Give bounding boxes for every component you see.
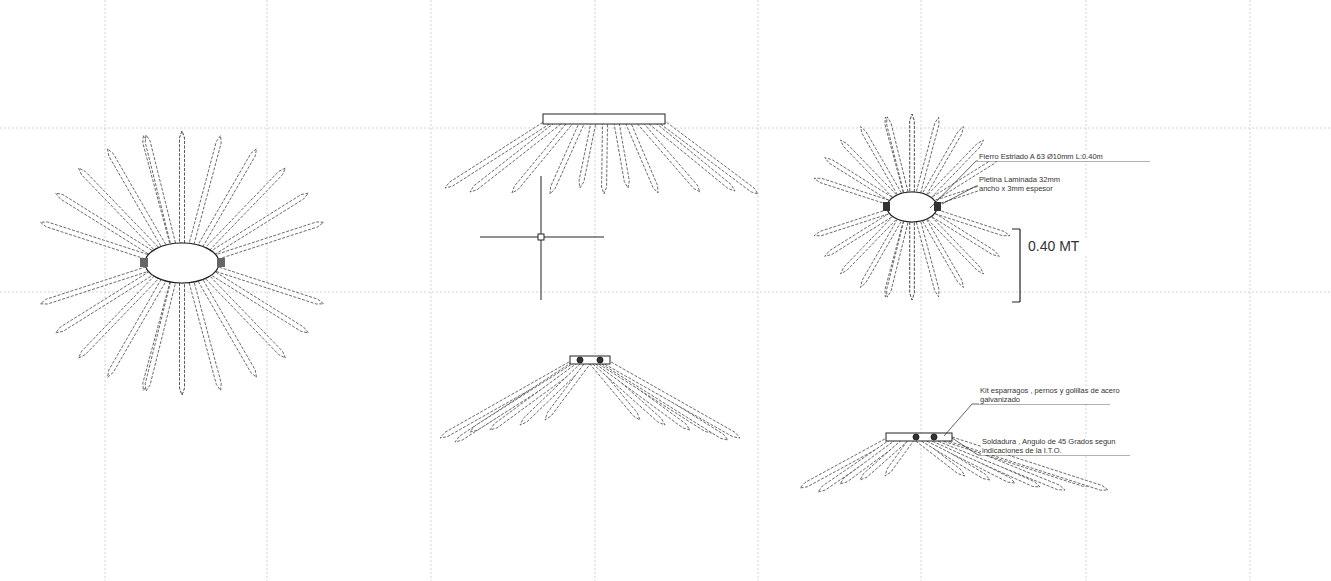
bolt-kit-note: Kit esparragos , pernos y golillas de ac… [979, 386, 1121, 404]
dimension-label: 0.40 MT [1027, 238, 1109, 254]
rebar-bar [814, 210, 889, 236]
rebar-bar [910, 222, 915, 300]
rebar-bar [145, 135, 175, 244]
rebar-bar [440, 360, 575, 438]
rebar-bar [180, 283, 185, 395]
rebar-bar [490, 360, 584, 430]
rebar-bar [470, 120, 561, 192]
rebar-bar [605, 360, 740, 438]
rebar-bar [602, 122, 608, 194]
rebar-bar [814, 178, 889, 204]
rebar-bar [180, 131, 185, 243]
rebar-bar [649, 120, 735, 191]
rebar-bar [818, 437, 897, 492]
rebar-bar [216, 267, 323, 304]
rebar-bar [180, 131, 185, 243]
rebar-bar [887, 117, 909, 193]
rebar-bar [935, 210, 1010, 236]
rebar-bar [145, 282, 175, 391]
plate-spec-note: Pletina Laminada 32mm ancho x 3mm espeso… [978, 175, 1080, 193]
rebar-bar [445, 120, 549, 188]
weld-note: Soldadura , Angulo de 45 Grados segun in… [981, 437, 1138, 455]
rebar-bar [916, 221, 939, 297]
rebar-bar [40, 267, 147, 304]
leader-lines [930, 161, 1150, 455]
rebar-bar [910, 114, 915, 192]
bar-spec-note: Fierro Estriado A 63 Ø10mm L:0.40m [978, 152, 1155, 161]
rebar-bar [143, 136, 175, 245]
rebar-bar [40, 222, 147, 259]
rebar-bar [885, 438, 914, 477]
rebar-bar [520, 360, 587, 425]
rebar-bar [180, 283, 185, 395]
dimension-bracket [1012, 229, 1020, 302]
rebar-bars [40, 114, 1108, 492]
rebar-bar [545, 361, 591, 421]
rebar-bar [512, 120, 573, 193]
rebar-bar [910, 222, 915, 300]
rebar-bar [189, 136, 221, 245]
rebar-bar [550, 121, 585, 194]
plates-and-marks [140, 114, 1150, 455]
rebar-bar [885, 221, 908, 297]
rebar-bar [614, 122, 629, 188]
rebar-bar [885, 117, 908, 193]
rebar-bar [189, 282, 221, 391]
rebar-bar [143, 282, 175, 391]
rebar-bar [626, 121, 659, 193]
rebar-bar [579, 122, 596, 189]
rebar-bar [916, 117, 939, 193]
rebar-bar [216, 222, 323, 259]
rebar-bar [661, 120, 759, 194]
rebar-bar [887, 221, 909, 297]
rebar-bar [910, 114, 915, 192]
